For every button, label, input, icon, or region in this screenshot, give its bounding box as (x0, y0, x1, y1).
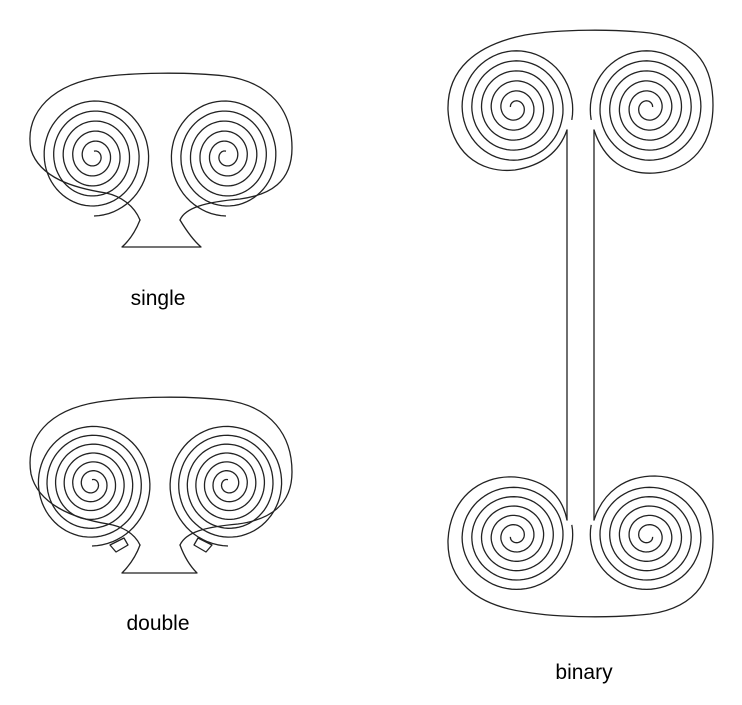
double-base (121, 544, 198, 574)
double-tab-right (193, 537, 213, 553)
double-figure: double (29, 396, 293, 635)
binary-label: binary (555, 661, 613, 684)
binary-spiral-bottom-left (461, 486, 574, 591)
spiral-coil (461, 486, 574, 591)
spiral-coil (169, 425, 283, 547)
spiral-coil (37, 425, 151, 547)
spiral-coil (461, 50, 574, 161)
spiral-coil (170, 100, 277, 217)
double-spiral-left (37, 425, 151, 547)
double-label: double (126, 612, 189, 635)
binary-spiral-top-right (589, 50, 702, 161)
single-base (121, 219, 202, 248)
spiral-coil (43, 100, 150, 217)
single-figure: single (29, 72, 293, 310)
binary-top-outline (447, 29, 714, 174)
double-spiral-right (169, 425, 283, 547)
single-spiral-left (43, 100, 150, 217)
single-spiral-right (170, 100, 277, 217)
binary-spiral-top-left (461, 50, 574, 161)
spiral-coil (589, 50, 702, 161)
spiral-coil (589, 486, 702, 591)
double-tab-left (109, 537, 129, 553)
binary-bottom-outline (447, 475, 714, 618)
binary-figure: binary (447, 29, 714, 684)
single-label: single (131, 287, 186, 310)
binary-spiral-bottom-right (589, 486, 702, 591)
